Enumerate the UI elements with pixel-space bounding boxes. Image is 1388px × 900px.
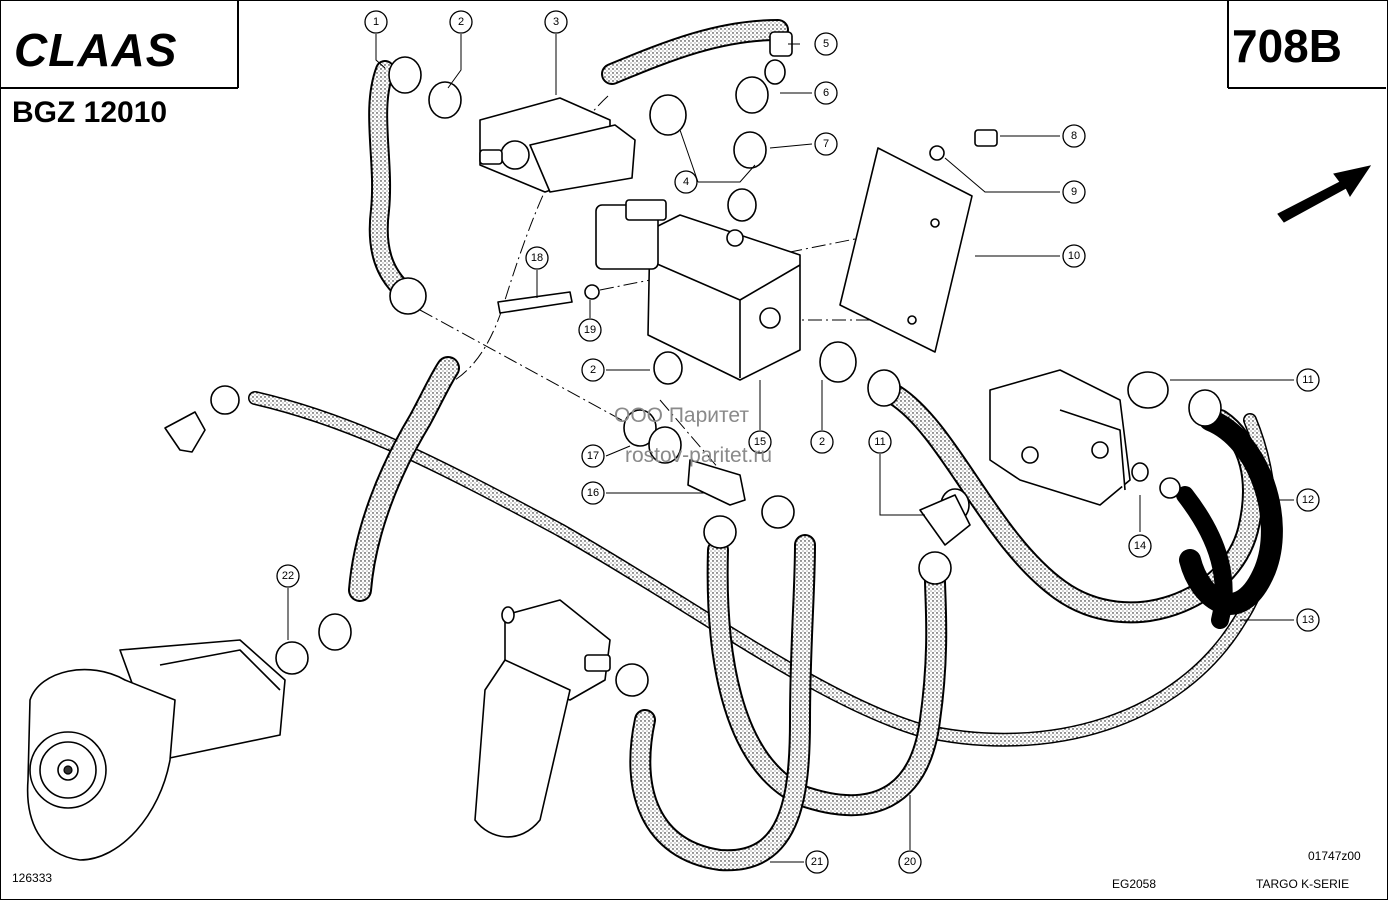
svg-text:3: 3 <box>553 16 559 28</box>
assembly-line <box>659 399 721 471</box>
plate-hole <box>930 218 940 228</box>
plate-hole <box>907 315 917 325</box>
svg-text:13: 13 <box>1302 614 1314 626</box>
washer <box>584 284 600 300</box>
callout: 4 <box>674 170 698 194</box>
callout: 7 <box>814 132 838 156</box>
svg-text:17: 17 <box>587 450 599 462</box>
svg-text:19: 19 <box>584 324 596 336</box>
svg-text:5: 5 <box>823 38 829 50</box>
callout: 12 <box>1296 488 1320 512</box>
callout: 10 <box>1062 244 1086 268</box>
callout: 2 <box>449 10 473 34</box>
callout: 16 <box>581 481 605 505</box>
svg-text:8: 8 <box>1071 130 1077 142</box>
valve-block <box>595 199 801 381</box>
assembly-line <box>419 309 641 431</box>
svg-text:16: 16 <box>587 487 599 499</box>
image-number: 126333 <box>12 871 52 885</box>
fittings-top <box>388 31 998 222</box>
solenoid-valve <box>479 97 636 193</box>
page-code: 708B <box>1232 20 1342 72</box>
svg-text:7: 7 <box>823 138 829 150</box>
svg-text:14: 14 <box>1134 540 1146 552</box>
svg-text:4: 4 <box>683 176 689 188</box>
gear-pump <box>989 369 1222 506</box>
bolt <box>497 291 573 314</box>
series-name: TARGO K-SERIE <box>1256 877 1349 891</box>
callout: 3 <box>544 10 568 34</box>
svg-text:10: 10 <box>1068 250 1080 262</box>
leader-lines <box>287 34 1294 863</box>
revision-code: 01747z00 <box>1308 849 1361 863</box>
callout: 2 <box>810 430 834 454</box>
watermark-line1: ООО Паритет <box>614 404 749 427</box>
callout: 18 <box>525 246 549 270</box>
drawing-code: EG2058 <box>1112 877 1156 891</box>
callout: 19 <box>578 318 602 342</box>
callout: 11 <box>1296 368 1320 392</box>
svg-text:11: 11 <box>874 436 885 448</box>
svg-text:12: 12 <box>1302 494 1314 506</box>
callout: 11 <box>868 430 892 454</box>
direction-arrow-icon <box>1277 165 1372 223</box>
svg-text:2: 2 <box>590 364 596 376</box>
callout: 15 <box>748 430 772 454</box>
callout: 5 <box>814 32 838 56</box>
callout: 8 <box>1062 124 1086 148</box>
svg-text:11: 11 <box>1302 374 1313 386</box>
callout: 1 <box>364 10 388 34</box>
brand-logo: CLAAS <box>14 24 177 76</box>
callout: 21 <box>805 850 829 874</box>
callout: 13 <box>1296 608 1320 632</box>
hydraulic-motor <box>26 613 352 861</box>
hoses <box>248 19 1283 872</box>
fittings-mid <box>164 277 971 585</box>
watermark-line2: rostov-paritet.ru <box>625 444 772 467</box>
svg-text:18: 18 <box>531 252 543 264</box>
callouts: 1 2 3 5 6 7 4 8 9 10 18 19 2 15 2 17 16 … <box>276 10 1320 874</box>
svg-text:2: 2 <box>458 16 464 28</box>
callout: 14 <box>1128 534 1152 558</box>
svg-text:9: 9 <box>1071 186 1077 198</box>
callout: 20 <box>898 850 922 874</box>
mounting-plate <box>839 147 973 353</box>
svg-text:1: 1 <box>373 16 379 28</box>
filter <box>474 599 649 838</box>
svg-text:15: 15 <box>754 436 766 448</box>
svg-text:21: 21 <box>811 856 823 868</box>
svg-text:2: 2 <box>819 436 825 448</box>
svg-text:22: 22 <box>282 570 294 582</box>
callout: 22 <box>276 564 300 588</box>
svg-text:20: 20 <box>904 856 916 868</box>
callout: 17 <box>581 444 605 468</box>
callout: 9 <box>1062 180 1086 204</box>
group-code: BGZ 12010 <box>12 96 167 129</box>
callout: 6 <box>814 81 838 105</box>
callout: 2 <box>581 358 605 382</box>
svg-text:6: 6 <box>823 87 829 99</box>
